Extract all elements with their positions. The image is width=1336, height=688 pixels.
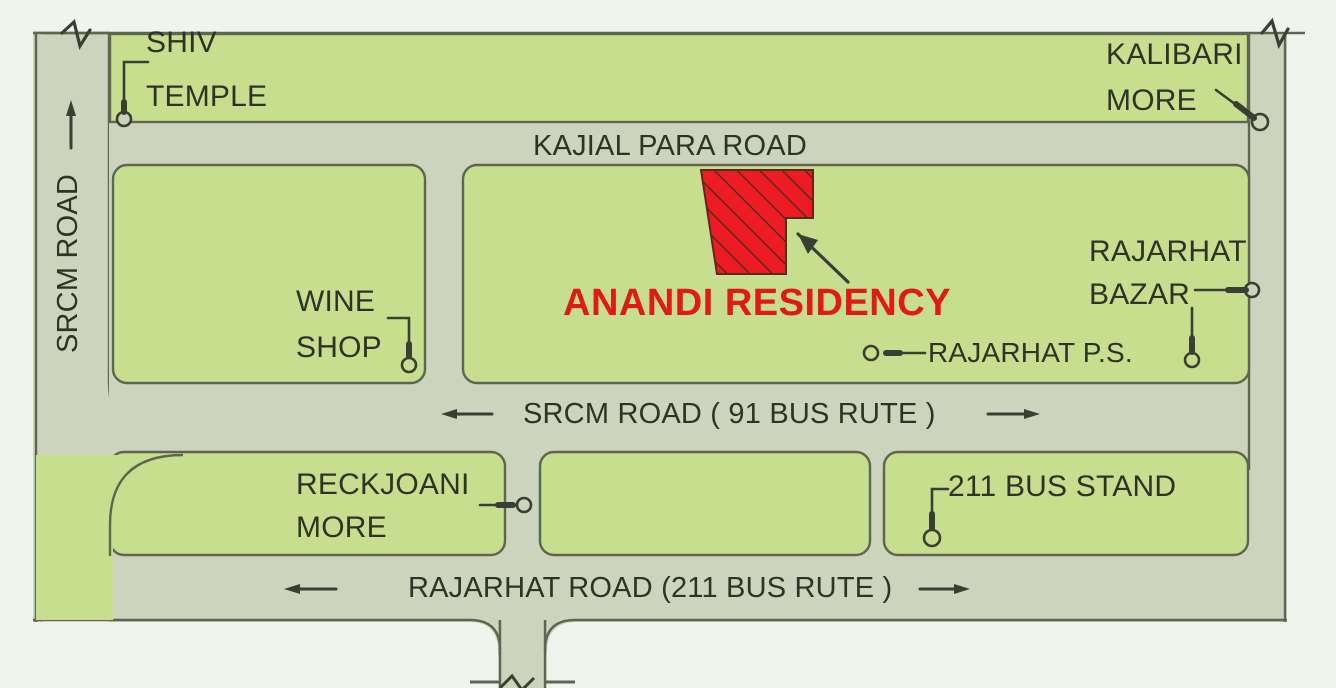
label-rajarhat-ps: RAJARHAT P.S. — [928, 337, 1133, 368]
branch-road-break-symbol — [498, 673, 536, 688]
label-srcm-road-bus-rute: SRCM ROAD ( 91 BUS RUTE ) — [523, 398, 936, 430]
block-top-strip — [108, 32, 1250, 124]
srcm-road-vertical-arrow-head — [66, 100, 76, 116]
block-bus-stand — [882, 450, 1250, 557]
label-rajarhat-bazar-line2: BAZAR — [1089, 278, 1191, 311]
bus-stand-node — [922, 528, 942, 548]
label-kajial-para-road: KAJIAL PARA ROAD — [533, 130, 807, 162]
below-road-right-bg — [547, 622, 1287, 688]
label-shiv-temple-line2: TEMPLE — [146, 80, 268, 113]
land-blocks — [36, 32, 1251, 620]
reckjoani-more-node — [515, 496, 533, 514]
wine-shop-node — [400, 356, 418, 374]
pointer-leaders — [115, 60, 1270, 548]
rajarhat-ps-node — [862, 344, 880, 362]
bottom-road-edge-left — [33, 618, 502, 651]
rajarhat-right-arrow-head — [954, 584, 970, 594]
label-211-bus-stand: 211 BUS STAND — [948, 470, 1177, 503]
break-symbol-left — [60, 19, 92, 51]
kalibari-more-tip — [1233, 101, 1257, 121]
road-break-symbols — [60, 17, 1290, 51]
label-wine-shop-line1: WINE — [296, 285, 376, 318]
label-anandi-residency: ANANDI RESIDENCY — [563, 282, 952, 324]
anandi-arrow-head — [798, 234, 818, 254]
anandi-residency-plot — [699, 169, 814, 275]
label-rajarhat-bazar-line1: RAJARHAT — [1089, 235, 1247, 268]
rajarhat-bazar-pin-node — [1183, 351, 1201, 369]
srcm-road-left-edge-band — [33, 33, 43, 655]
rajarhat-left-arrow-head — [284, 584, 300, 594]
below-road-left-bg — [33, 622, 498, 688]
srcm-bus-left-arrow-head — [441, 409, 457, 419]
shiv-temple-leader — [122, 60, 150, 114]
label-shiv-temple-line1: SHIV — [146, 26, 217, 59]
label-srcm-road-vertical: SRCM ROAD — [52, 173, 84, 353]
label-rajarhat-road-bus-rute: RAJARHAT ROAD (211 BUS RUTE ) — [408, 572, 893, 604]
label-kalibari-more-line2: MORE — [1106, 84, 1197, 117]
break-symbol-right — [1260, 17, 1290, 50]
srcm-bus-right-arrow-head — [1024, 409, 1040, 419]
label-reckjoani-more-line1: RECKJOANI — [296, 468, 470, 501]
label-kalibari-more-line1: KALIBARI — [1106, 38, 1243, 71]
lower-left-block-curve — [108, 453, 184, 556]
bottom-branch-fill — [500, 620, 545, 688]
direction-arrows — [66, 100, 1040, 594]
label-reckjoani-more-line2: MORE — [296, 511, 387, 544]
label-wine-shop-line2: SHOP — [296, 331, 382, 364]
bottom-road-edge-right — [543, 618, 1287, 651]
block-anandi — [461, 163, 1251, 385]
block-wine-shop — [111, 163, 427, 385]
block-middle-lower — [538, 450, 872, 557]
